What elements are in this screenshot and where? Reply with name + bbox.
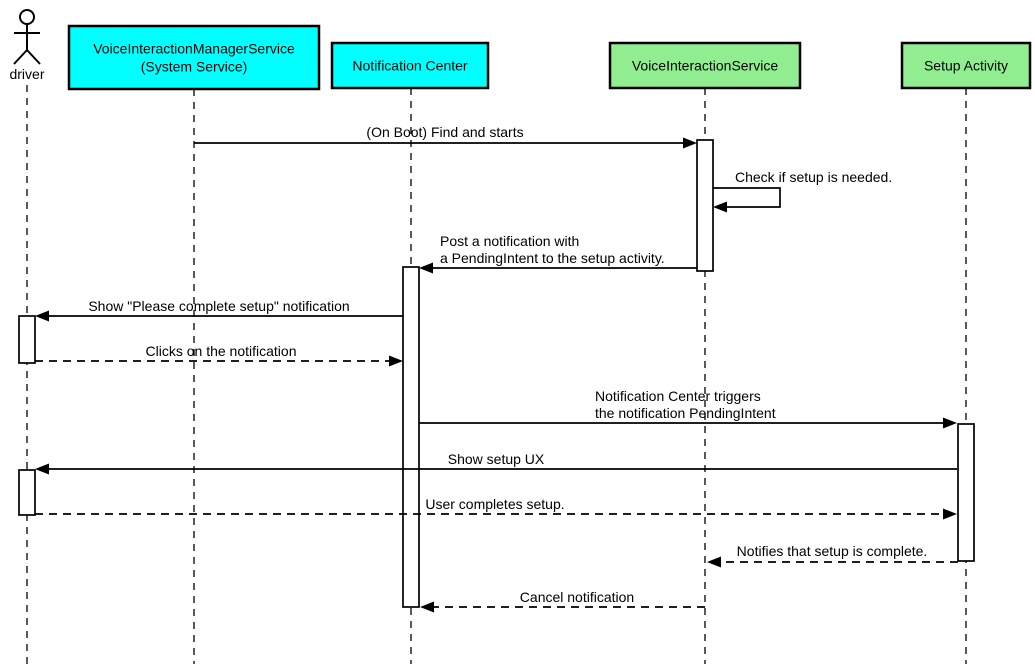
- activation-notification-center: [402, 266, 420, 608]
- message-on-boot-find-and-starts: (On Boot) Find and starts: [194, 124, 697, 149]
- message-label-show-setup-ux: Show setup UX: [448, 451, 545, 467]
- arrowhead-icon: [35, 310, 49, 322]
- message-label-notification-center-triggers-pendingintent: the notification PendingIntent: [595, 405, 776, 421]
- participant-voice-interaction-service: VoiceInteractionService: [608, 41, 802, 90]
- message-label-notifies-that-setup-is-complete: Notifies that setup is complete.: [737, 543, 928, 559]
- arrowhead-icon: [683, 137, 697, 149]
- participant-notification-center: Notification Center: [330, 41, 490, 90]
- activation-driver-2: [18, 469, 36, 516]
- message-show-please-complete-setup-notification: Show "Please complete setup" notificatio…: [35, 298, 403, 322]
- participant-label-voice-interaction-manager-service: VoiceInteractionManagerService: [93, 41, 295, 57]
- arrowhead-icon: [713, 201, 727, 213]
- actor-label: driver: [9, 66, 44, 82]
- message-line-check-if-setup-is-needed: [713, 187, 781, 208]
- actor-figure-icon: [13, 49, 28, 65]
- message-user-completes-setup: User completes setup.: [35, 496, 957, 520]
- message-label-check-if-setup-is-needed: Check if setup is needed.: [735, 169, 892, 185]
- participant-label-setup-activity: Setup Activity: [924, 58, 1008, 74]
- participant-box-notification-center: [330, 41, 490, 90]
- arrowhead-icon: [389, 355, 403, 367]
- arrowhead-icon: [35, 463, 49, 475]
- message-label-post-notification-with-pendingintent: Post a notification with: [440, 233, 579, 249]
- arrowhead-icon: [943, 417, 957, 429]
- participant-box-voice-interaction-manager-service: [67, 24, 321, 91]
- message-cancel-notification: Cancel notification: [420, 589, 705, 613]
- activation-driver-1: [18, 315, 36, 364]
- message-label-cancel-notification: Cancel notification: [520, 589, 634, 605]
- message-check-if-setup-is-needed: Check if setup is needed.: [713, 169, 892, 213]
- message-notifies-that-setup-is-complete: Notifies that setup is complete.: [707, 543, 958, 568]
- message-label-notification-center-triggers-pendingintent: Notification Center triggers: [595, 388, 761, 404]
- arrowhead-icon: [943, 508, 957, 520]
- participant-voice-interaction-manager-service: VoiceInteractionManagerService (System Se…: [67, 24, 321, 91]
- message-label-on-boot-find-and-starts: (On Boot) Find and starts: [366, 124, 523, 140]
- message-label-show-please-complete-setup-notification: Show "Please complete setup" notificatio…: [88, 298, 349, 314]
- participant-label-voice-interaction-service: VoiceInteractionService: [632, 58, 779, 74]
- message-show-setup-ux: Show setup UX: [35, 451, 957, 475]
- participant-label-voice-interaction-manager-service: (System Service): [141, 59, 248, 75]
- activation-setup-activity: [957, 423, 975, 562]
- message-label-post-notification-with-pendingintent: a PendingIntent to the setup activity.: [440, 250, 665, 266]
- arrowhead-icon: [707, 556, 721, 568]
- participant-setup-activity: Setup Activity: [900, 41, 1032, 90]
- actor-figure-icon: [26, 49, 41, 65]
- participant-box-voice-interaction-service: [608, 41, 802, 90]
- activation-voice-interaction-service: [696, 139, 714, 272]
- message-clicks-on-the-notification: Clicks on the notification: [35, 343, 403, 367]
- participant-label-notification-center: Notification Center: [352, 58, 468, 74]
- arrowhead-icon: [419, 262, 433, 274]
- participant-box-setup-activity: [900, 41, 1032, 90]
- actor-head-icon: [19, 9, 35, 25]
- arrowhead-icon: [420, 601, 434, 613]
- actor-driver: driver: [9, 9, 45, 82]
- message-label-clicks-on-the-notification: Clicks on the notification: [146, 343, 297, 359]
- message-label-user-completes-setup: User completes setup.: [425, 496, 564, 512]
